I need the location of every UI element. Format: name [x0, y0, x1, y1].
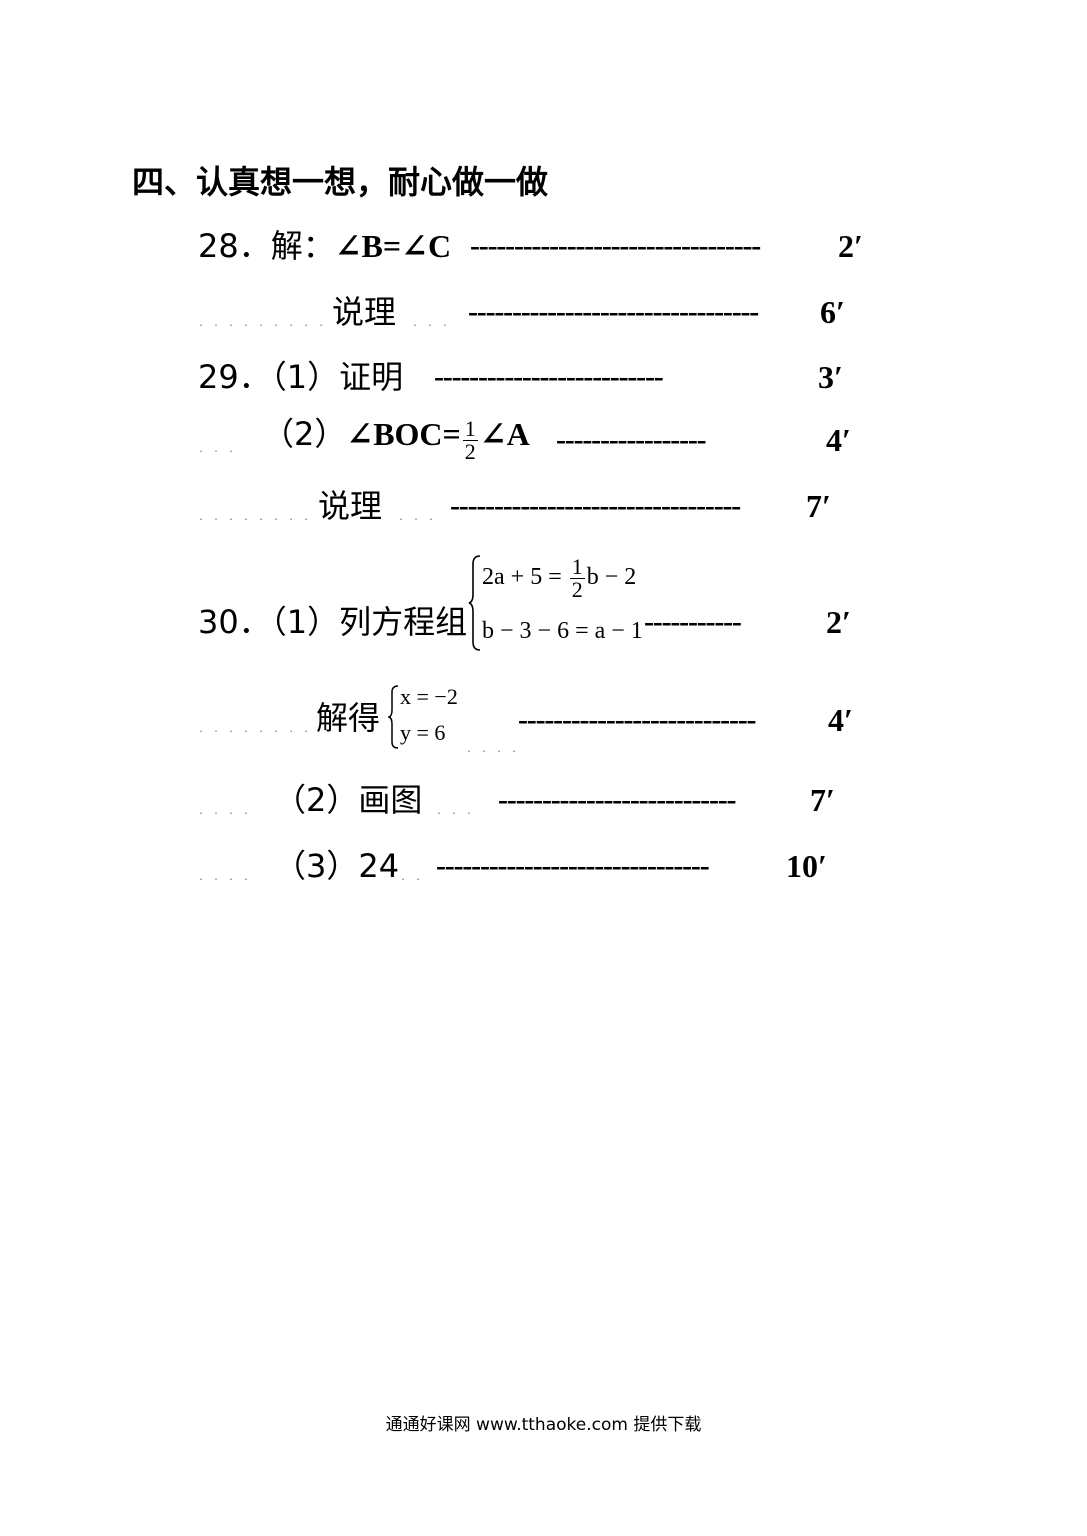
frac-numerator: 1	[462, 416, 478, 441]
q30-score-1: 2′	[826, 604, 851, 640]
q28-leader-2: ---------------------------------	[468, 295, 759, 328]
q30-score-3: 7′	[810, 782, 835, 818]
q30-score-2: 4′	[828, 702, 853, 738]
q30-label: 30．（1）列方程组	[198, 603, 468, 641]
q30-sol-x: x = −2	[400, 684, 458, 709]
q29-reason-label: 说理	[318, 487, 383, 525]
frac-denominator: 2	[464, 439, 476, 464]
q28-answer: ∠B=∠C	[334, 228, 452, 264]
dot-leader: ....	[466, 744, 527, 755]
q29-score-3: 7′	[806, 488, 831, 524]
q29-leader-2: -----------------	[556, 423, 707, 456]
q29-score-2: 4′	[826, 422, 851, 458]
dot-leader: ...	[398, 512, 444, 523]
q30-part2-label: （2）画图	[274, 781, 423, 819]
q29-part2-label: （2）	[262, 415, 347, 453]
q30-part3-label: （3）24	[274, 847, 400, 885]
q30-leader-4: -------------------------------	[436, 849, 710, 882]
q29-leader-1: --------------------------	[434, 360, 664, 393]
frac-numerator: 1	[569, 554, 585, 579]
dot-leader: ...	[412, 318, 458, 329]
eq1-right: b − 2	[586, 564, 637, 591]
q29-label: 29．（1）证明	[198, 358, 404, 396]
dot-leader: ...	[198, 444, 244, 455]
dot-leader: ....	[198, 872, 259, 883]
q30-leader-1: -----------	[644, 605, 742, 638]
dot-leader: ..	[400, 872, 431, 883]
section-title: 四、认真想一想，耐心做一做	[132, 163, 549, 201]
dot-leader: ....	[198, 806, 259, 817]
q30-leader-2: ---------------------------	[518, 703, 757, 736]
q28-reason-label: 说理	[332, 293, 397, 331]
q28-score-1: 2′	[838, 228, 863, 264]
q30-eq2: b − 3 − 6 = a − 1	[482, 618, 643, 644]
eq1-left: 2a + 5 =	[482, 564, 568, 591]
q30-score-4: 10′	[786, 848, 827, 884]
q30-solve-label: 解得	[316, 699, 381, 737]
frac-denominator: 2	[571, 577, 583, 602]
dot-leader: ........	[198, 512, 319, 523]
q29-score-1: 3′	[818, 359, 843, 395]
footer-text: 通通好课网 www.tthaoke.com 提供下载	[385, 1415, 702, 1435]
q28-line-1: 28．解：∠B=∠C	[198, 226, 451, 266]
q30-leader-3: ---------------------------	[498, 783, 737, 816]
q30-sol-y: y = 6	[400, 720, 446, 745]
dot-leader: ........	[198, 724, 319, 735]
dot-leader: ...	[436, 806, 482, 817]
q28-label: 28．解：	[198, 227, 335, 265]
q29-answer-prefix: ∠BOC=	[346, 416, 461, 452]
equation-brace	[468, 555, 481, 651]
q28-score-2: 6′	[820, 294, 845, 330]
dot-leader: .........	[198, 318, 334, 329]
solution-brace	[388, 685, 399, 749]
q29-answer-suffix: ∠A	[479, 416, 530, 452]
q29-leader-3: ---------------------------------	[450, 489, 741, 522]
q28-leader-1: ---------------------------------	[470, 229, 761, 262]
